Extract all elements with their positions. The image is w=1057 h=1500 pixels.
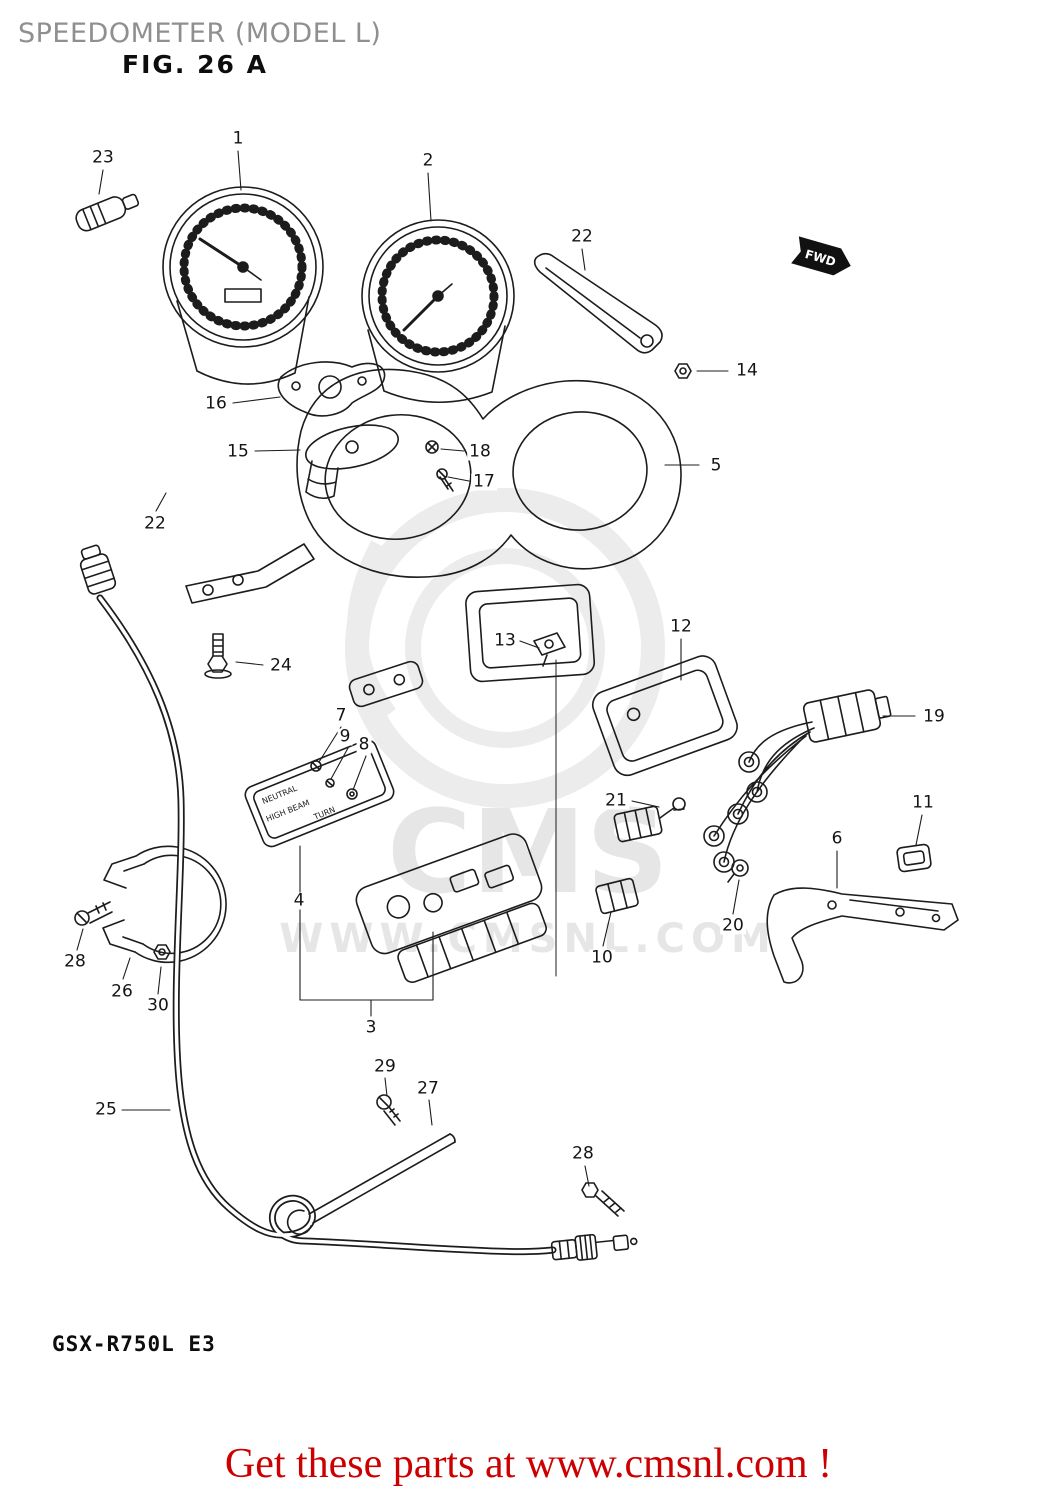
connector-10 — [595, 877, 639, 915]
footer-link[interactable]: Get these parts at www.cmsnl.com ! — [224, 1441, 833, 1487]
bolt-24 — [204, 633, 232, 679]
fwd-arrow: FWD — [791, 236, 851, 276]
bolt-28-left — [74, 901, 113, 926]
nut-14 — [674, 363, 692, 379]
speedometer-gauge — [162, 186, 324, 385]
leader-lines — [76, 150, 923, 1187]
line-art: NEUTRAL HIGH BEAM TURN — [74, 150, 959, 1261]
watermark: CMS WWW.CMSNL.COM — [279, 488, 777, 962]
bulb-20 — [727, 859, 749, 883]
mounting-ear — [348, 660, 424, 708]
wiring-harness — [703, 721, 815, 873]
cable-head — [79, 544, 117, 595]
screw-17 — [436, 468, 454, 492]
speedometer-cable-25 — [96, 594, 557, 1255]
clamp-26 — [102, 845, 227, 964]
model-code: GSX-R750L E3 — [52, 1332, 216, 1356]
gasket-16 — [277, 361, 386, 417]
nut-30 — [153, 944, 171, 960]
cable-end-fitting — [550, 1233, 638, 1261]
frame-13 — [465, 583, 596, 683]
clip-11 — [896, 843, 932, 873]
figure-label: FIG. 26 A — [122, 50, 268, 79]
washer-8 — [346, 788, 358, 800]
clip-13 — [533, 632, 566, 667]
page-title: SPEEDOMETER (MODEL L) — [18, 18, 382, 49]
screw-18 — [425, 440, 439, 454]
watermark-logo: CMS — [387, 786, 669, 920]
lower-housing-3 — [355, 833, 547, 983]
bracket-12 — [591, 655, 738, 777]
bracket-6 — [766, 887, 959, 984]
bracket-top-right — [533, 252, 663, 354]
screw-9 — [325, 778, 335, 788]
indicator-panel-4: NEUTRAL HIGH BEAM TURN — [244, 739, 395, 848]
bolt-28-bottom — [581, 1182, 625, 1217]
cable-stay-27 — [286, 1133, 456, 1235]
screw-29 — [376, 1094, 401, 1126]
panel-label-turn: TURN — [312, 805, 337, 822]
screw-7 — [310, 760, 322, 772]
tachometer-gauge — [361, 219, 515, 404]
connector-21 — [613, 805, 663, 843]
mounting-strap — [185, 543, 315, 604]
watermark-url: WWW.CMSNL.COM — [279, 916, 777, 962]
cable-joint-part — [75, 193, 140, 232]
connector-19 — [802, 689, 892, 743]
housing-cover-5 — [296, 368, 682, 578]
bulb-21 — [659, 797, 686, 819]
drive-plate-15 — [305, 424, 399, 500]
